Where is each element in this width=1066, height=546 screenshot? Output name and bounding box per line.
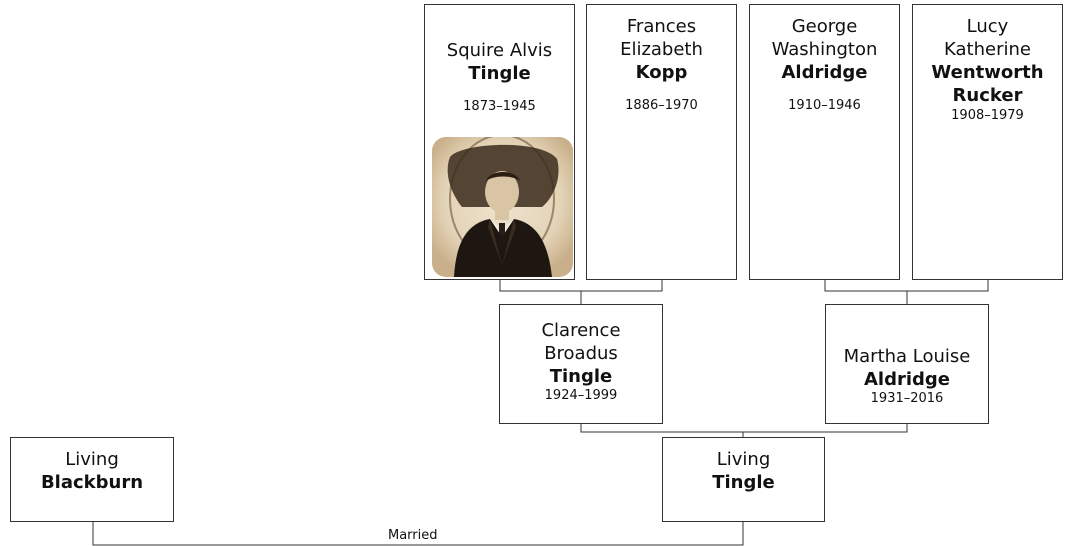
given-name: Squire Alvis — [446, 40, 553, 61]
given-name: Clarence Broadus — [541, 320, 621, 364]
life-dates: 1924–1999 — [544, 388, 618, 403]
person-card-living-tingle[interactable]: Living Tingle — [662, 437, 825, 522]
person-card-george-washington-aldridge[interactable]: George Washington Aldridge 1910–1946 — [749, 4, 900, 280]
portrait-photo[interactable] — [432, 137, 573, 277]
given-name: Lucy Katherine — [944, 16, 1031, 60]
life-dates: 1931–2016 — [870, 391, 944, 406]
surname: Tingle — [549, 366, 613, 387]
person-card-squire-alvis-tingle[interactable]: Squire Alvis Tingle 1873–1945 — [424, 4, 575, 280]
person-card-lucy-katherine-wentworth-rucker[interactable]: Lucy Katherine Wentworth Rucker 1908–197… — [912, 4, 1063, 280]
surname: Tingle — [712, 472, 775, 493]
surname: Aldridge — [781, 62, 868, 83]
life-dates: 1886–1970 — [625, 98, 698, 113]
person-card-clarence-broadus-tingle[interactable]: Clarence Broadus Tingle 1924–1999 — [499, 304, 663, 424]
married-label: Married — [388, 528, 438, 543]
surname: Blackburn — [40, 472, 144, 493]
surname: Tingle — [468, 63, 531, 84]
surname: Wentworth Rucker — [931, 62, 1044, 106]
life-dates: 1873–1945 — [463, 99, 536, 114]
surname: Kopp — [635, 62, 688, 83]
given-name: Living — [716, 449, 771, 470]
given-name: Martha Louise — [843, 346, 971, 367]
life-dates: 1910–1946 — [788, 98, 861, 113]
surname: Aldridge — [863, 369, 950, 390]
given-name: George Washington — [771, 16, 878, 60]
connector-married — [92, 521, 744, 546]
person-card-martha-louise-aldridge[interactable]: Martha Louise Aldridge 1931–2016 — [825, 304, 989, 424]
connector-clarence-martha — [580, 423, 908, 433]
connector-squire-frances — [499, 279, 663, 292]
given-name: Living — [65, 449, 119, 470]
life-dates: 1908–1979 — [951, 108, 1024, 123]
person-card-living-blackburn[interactable]: Living Blackburn — [10, 437, 174, 522]
connector-george-lucy — [824, 279, 989, 292]
person-card-frances-elizabeth-kopp[interactable]: Frances Elizabeth Kopp 1886–1970 — [586, 4, 737, 280]
given-name: Frances Elizabeth — [620, 16, 703, 60]
